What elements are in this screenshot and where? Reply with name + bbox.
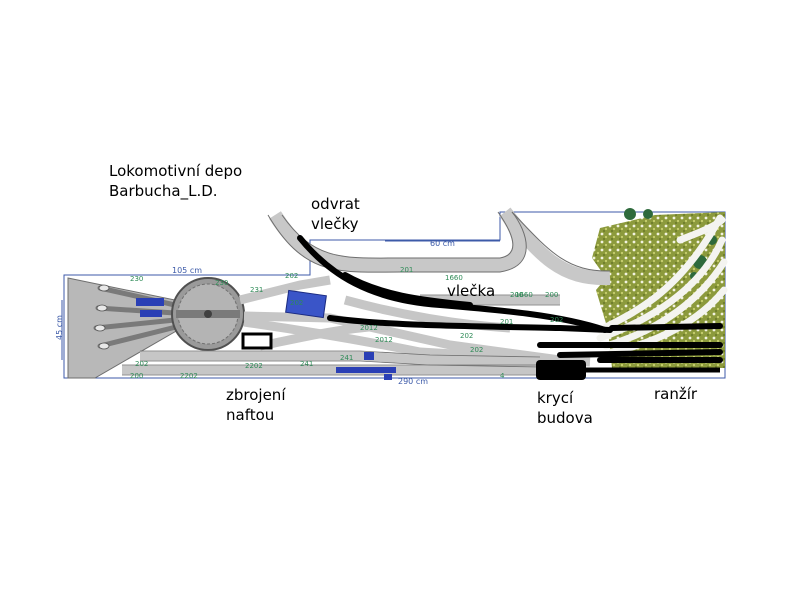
track-number: 202 — [470, 346, 483, 354]
marker-lines — [297, 235, 723, 363]
track-number: 241 — [300, 360, 313, 368]
track-number: 1660 — [445, 274, 463, 282]
track-number: 202 — [290, 299, 303, 307]
board-outline — [63, 211, 726, 379]
track-number: 202 — [135, 360, 148, 368]
track-number: 200 — [510, 291, 523, 299]
track-number: 2202 — [180, 372, 198, 380]
track-number: 241 — [340, 354, 353, 362]
label-kryci-line2: budova — [537, 409, 593, 427]
track-number: 2202 — [245, 362, 263, 370]
label-ranzir: ranžír — [654, 385, 698, 403]
label-odvrat-line1: odvrat — [311, 195, 360, 213]
track-number: 231 — [250, 286, 263, 294]
dimension-turntable: 105 cm — [172, 266, 202, 275]
track-number: 202 — [285, 272, 298, 280]
track-number: 200 — [130, 372, 143, 380]
upper-loop-tracks — [269, 207, 611, 286]
depot-title-line2: Barbucha_L.D. — [109, 182, 218, 200]
turntable — [171, 277, 245, 351]
dimension-marks: 105 cm 60 cm 45 cm 290 cm — [55, 239, 500, 386]
depot-title-line1: Lokomotivní depo — [109, 162, 243, 180]
label-zbrojeni-line1: zbrojení — [226, 386, 286, 404]
track-number: 2012 — [360, 324, 378, 332]
track-number: 202 — [550, 316, 563, 324]
label-vlecka: vlečka — [447, 282, 496, 300]
label-kryci-line1: krycí — [537, 389, 574, 407]
track-number: 201 — [400, 266, 413, 274]
staging-tracks — [596, 214, 728, 356]
dimension-top-loop: 60 cm — [430, 239, 455, 248]
track-number-labels: 230 230 231 202 202 2012 2012 202 202 200 201 201 16… — [130, 266, 563, 380]
track-number: 4 — [500, 372, 505, 380]
label-zbrojeni-line2: naftou — [226, 406, 275, 424]
dimension-left-height: 45 cm — [55, 315, 64, 340]
label-odvrat-line2: vlečky — [311, 215, 359, 233]
track-number: 201 — [500, 318, 513, 326]
track-number: 2012 — [375, 336, 393, 344]
roundhouse-fan — [67, 277, 179, 379]
track-number: 230 — [130, 275, 143, 283]
dimension-bottom: 290 cm — [398, 377, 428, 386]
track-number: 230 — [215, 279, 228, 287]
depot-building — [241, 289, 396, 380]
track-number: 200 — [545, 291, 558, 299]
cover-building-marker — [536, 360, 586, 380]
track-number: 202 — [460, 332, 473, 340]
track-number: 1660 — [515, 291, 533, 299]
